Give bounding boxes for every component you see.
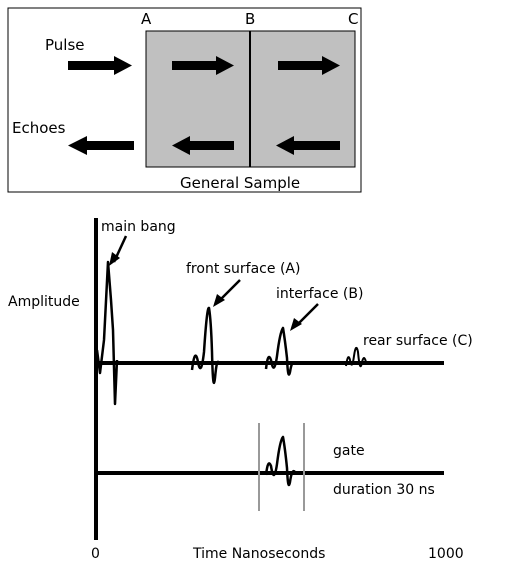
echo-arrow-out [68,136,134,155]
echoes-label: Echoes [12,119,66,137]
gated-echo [264,435,296,487]
rear-surface-label: rear surface (C) [363,333,473,349]
boundary-label-b: B [245,10,256,28]
x-axis-start-label: 0 [91,546,100,562]
echo-arrow-in-a [172,136,234,155]
front-surface-echo [190,306,221,384]
gate-duration-label: duration 30 ns [333,482,435,498]
pulse-arrow-in-a [172,56,234,75]
pulse-arrow-in-b [278,56,340,75]
interface-pointer [290,303,319,331]
sample-label: General Sample [180,174,301,192]
x-axis-title: Time Nanoseconds [193,546,326,562]
pulse-label: Pulse [45,36,85,54]
gate-label: gate [333,443,365,459]
main-bang-waveform [95,260,119,406]
x-axis-end-label: 1000 [428,546,464,562]
interface-echo [264,326,296,376]
main-bang-pointer [109,235,128,266]
main-bang-label: main bang [101,219,176,235]
echo-arrow-in-b [276,136,340,155]
amplitude-label: Amplitude [8,294,80,310]
rear-surface-echo [345,346,367,368]
boundary-label-a: A [141,10,152,28]
interface-label: interface (B) [276,286,364,302]
boundary-label-c: C [348,10,359,28]
front-surface-label: front surface (A) [186,261,301,277]
front-surface-pointer [213,279,241,307]
pulse-arrow-incident [68,56,132,75]
